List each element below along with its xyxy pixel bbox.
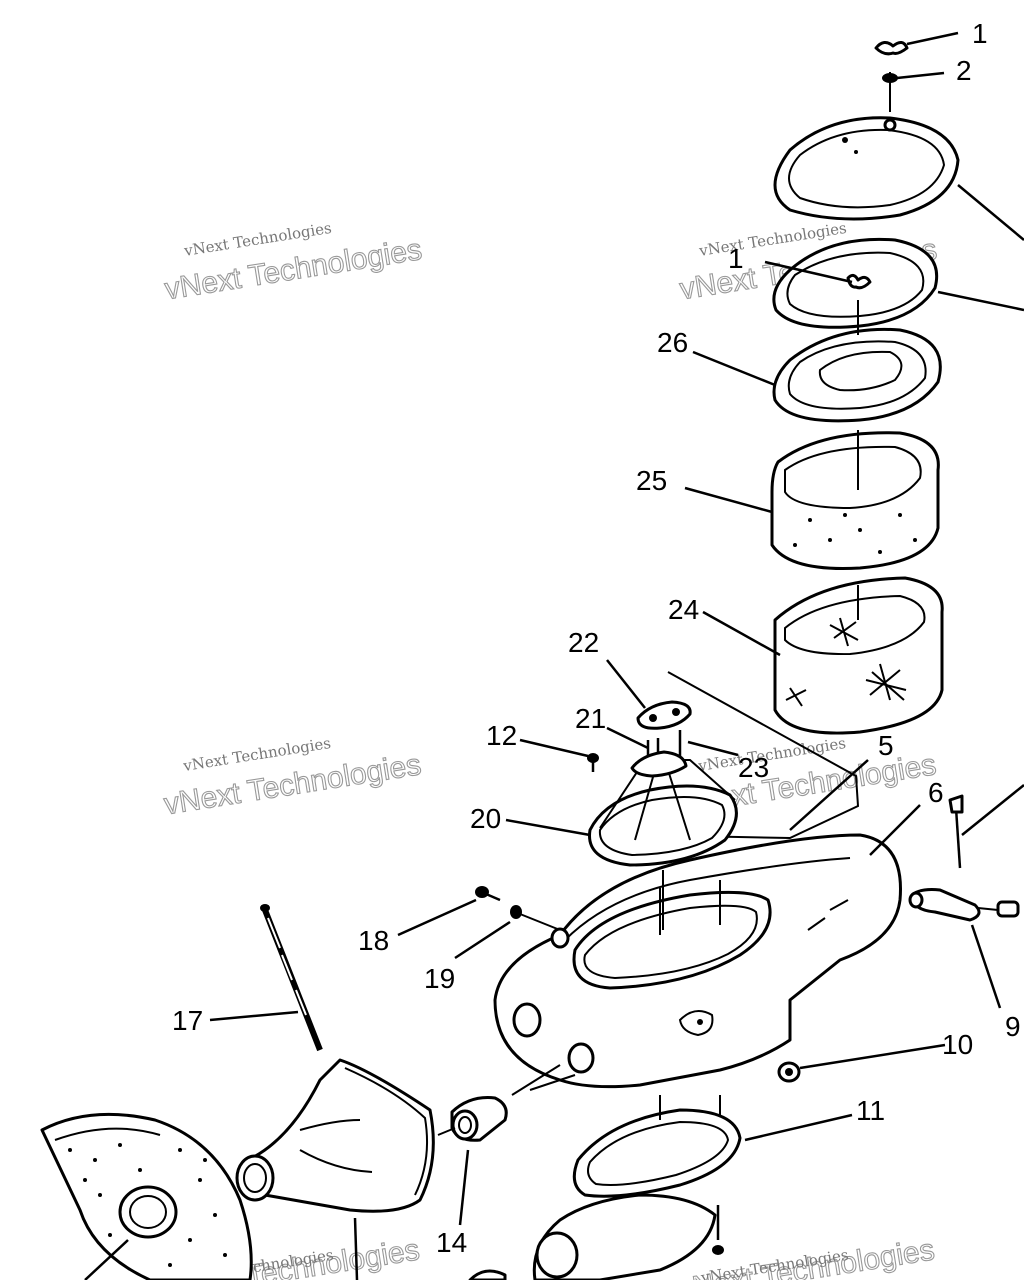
plate-22 xyxy=(636,700,692,730)
cover-seal xyxy=(772,237,939,329)
air-box-cover xyxy=(773,116,960,221)
callout-25: 25 xyxy=(636,465,667,496)
filter-support-20 xyxy=(588,750,738,867)
watermark-top-left: vNext Technologies vNext Technologies xyxy=(162,219,425,307)
leader-lines xyxy=(84,31,1024,1280)
bracket-plate xyxy=(639,671,860,840)
callout-17: 17 xyxy=(172,1005,203,1036)
paper-filter-24 xyxy=(773,576,944,735)
callout-9: 9 xyxy=(1005,1011,1021,1042)
callout-19: 19 xyxy=(424,963,455,994)
grommet-14 xyxy=(450,1096,508,1142)
callout-20: 20 xyxy=(470,803,501,834)
filter-cap-26 xyxy=(772,327,942,423)
callout-10: 10 xyxy=(942,1029,973,1060)
screw-12 xyxy=(587,753,599,772)
lower-adapter xyxy=(468,1193,717,1280)
mesh-mark xyxy=(785,617,907,707)
callout-1-mid: 1 xyxy=(728,243,744,274)
callout-labels: 1 2 1 26 25 24 22 21 12 23 5 6 20 18 19 … xyxy=(172,18,1021,1258)
watermark-bottom-right: vNext Technologies vNext Technologies xyxy=(675,1233,938,1280)
screw-bottom xyxy=(712,1205,724,1255)
callout-11: 11 xyxy=(856,1095,885,1126)
callout-2: 2 xyxy=(956,55,972,86)
callout-14: 14 xyxy=(436,1227,467,1258)
assembly-guide-lines xyxy=(437,300,859,1136)
callout-18: 18 xyxy=(358,925,389,956)
gasket-11 xyxy=(572,1095,742,1198)
vent-tube-9 xyxy=(908,888,1020,922)
air-box-body-6 xyxy=(493,833,902,1089)
clutch-cover xyxy=(40,1112,253,1280)
foam-filter-25 xyxy=(770,431,940,570)
screw-18 xyxy=(475,886,501,902)
washer xyxy=(882,72,898,112)
washer-19 xyxy=(510,905,561,931)
intake-boot xyxy=(235,1058,435,1213)
callout-22: 22 xyxy=(568,627,599,658)
callout-12: 12 xyxy=(486,720,517,751)
callout-23: 23 xyxy=(738,752,769,783)
watermark-mid-left: vNext Technologies vNext Technologies xyxy=(161,734,424,822)
callout-5: 5 xyxy=(878,730,894,761)
wing-nut-top xyxy=(874,41,909,56)
callout-6: 6 xyxy=(928,777,944,808)
callout-1-top: 1 xyxy=(972,18,988,49)
callout-24: 24 xyxy=(668,594,699,625)
callout-26: 26 xyxy=(657,327,688,358)
grommet-side xyxy=(550,927,570,949)
nut-10 xyxy=(777,1061,801,1083)
rod-17 xyxy=(260,904,323,1052)
rod-right xyxy=(948,794,964,869)
speckle-texture xyxy=(68,1143,227,1267)
callout-21: 21 xyxy=(575,703,606,734)
